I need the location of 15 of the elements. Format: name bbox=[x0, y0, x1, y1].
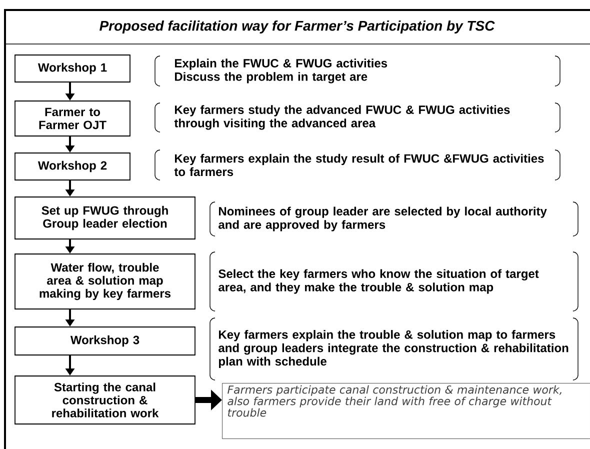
title: Proposed facilitation way for Farmer’s Participation by TSC bbox=[100, 20, 495, 34]
step-box: Workshop 2 bbox=[14, 152, 130, 180]
note-bracket: Explain the FWUC & FWUG activities Discuss the problem in target are bbox=[154, 56, 560, 86]
step-box: Water flow, trouble area & solution map making by key farmers bbox=[14, 254, 196, 310]
step-box: Starting the canal construction & rehabilitation work bbox=[14, 376, 196, 424]
note-bracket: Nominees of group leader are selected by local authority and are approved by farmers bbox=[210, 202, 578, 236]
result-box: Farmers participate canal construction & maintenance work, also farmers provide their land with free of charge without trouble bbox=[222, 383, 590, 439]
note-bracket: Key farmers explain the study result of FWUC &FWUG activities to farmers bbox=[154, 150, 560, 180]
note-bracket: Key farmers explain the trouble & solution map to farmers and group leaders integrate the construction & rehabilitation plan with schedule bbox=[210, 318, 578, 380]
step-box: Farmer to Farmer OJT bbox=[14, 100, 130, 136]
note-bracket: Key farmers study the advanced FWUC & FWUG activities through visiting the advanced area bbox=[154, 102, 560, 132]
note-bracket: Select the key farmers who know the situation of target area, and they make the trouble & solution map bbox=[210, 252, 578, 312]
step-box: Set up FWUG through Group leader election bbox=[14, 196, 196, 240]
step-box: Workshop 1 bbox=[14, 54, 130, 82]
step-box: Workshop 3 bbox=[14, 326, 196, 356]
